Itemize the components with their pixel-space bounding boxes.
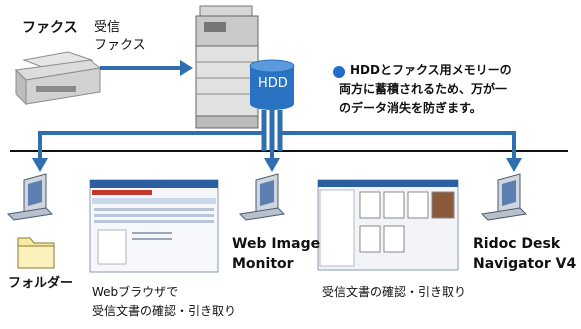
arrow-to-ridoc-pc	[278, 112, 516, 160]
ridoc-pc-icon	[480, 173, 528, 221]
folder-icon	[17, 237, 55, 269]
arrow-to-webimage-pc	[264, 112, 280, 172]
ridoc-line2: Navigator V4	[473, 256, 577, 272]
webimage-line1: Web Image	[232, 236, 321, 252]
received-fax-line2: ファクス	[94, 38, 146, 53]
browser-screenshot-thumbnail	[89, 179, 219, 273]
hdd-label: HDD	[258, 76, 288, 91]
note-line1: HDDとファクス用メモリーの	[350, 63, 512, 77]
ridoc-caption: 受信文書の確認・引き取り	[322, 285, 467, 299]
folder-pc-icon	[6, 173, 54, 221]
webimage-line2: Monitor	[232, 256, 294, 272]
browser-caption-line1: Webブラウザで	[92, 285, 179, 299]
webimage-pc-icon	[238, 173, 286, 221]
browser-caption-line2: 受信文書の確認・引き取り	[92, 304, 237, 318]
hdd-cylinder-icon	[249, 59, 295, 110]
note-bullet-icon	[333, 66, 345, 78]
note-line2: 両方に蓄積されるため、万が一	[339, 82, 508, 96]
folder-label: フォルダー	[8, 276, 74, 291]
arrow-to-folder-pc	[38, 112, 266, 160]
fax-to-mfp-arrow	[100, 60, 193, 76]
note-line3: のデータ消失を防ぎます。	[339, 101, 482, 115]
fax-machine-icon	[14, 51, 102, 106]
mfp-printer-icon	[195, 5, 259, 129]
ridoc-line1: Ridoc Desk	[473, 236, 561, 252]
received-fax-line1: 受信	[94, 20, 121, 35]
fax-label: ファクス	[22, 20, 78, 36]
ridoc-screenshot-thumbnail	[317, 179, 459, 271]
